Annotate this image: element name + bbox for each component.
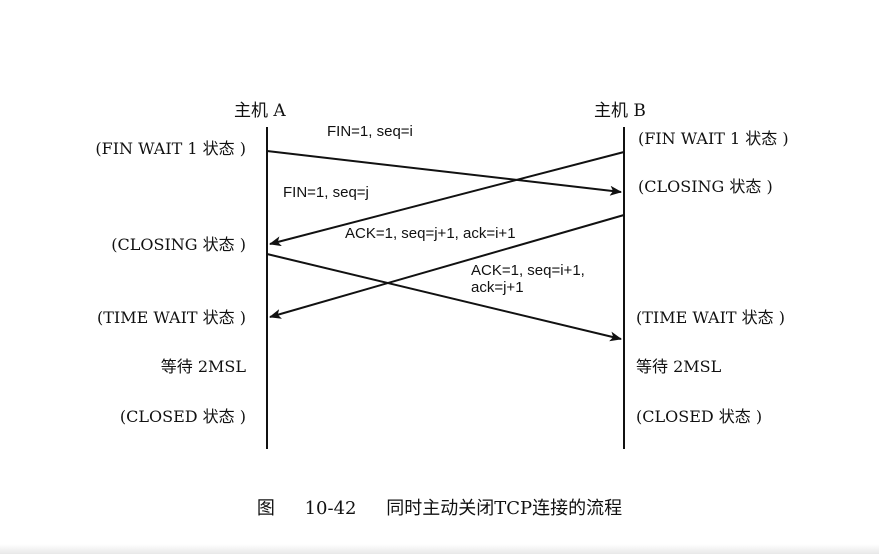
- host-b-state-fin-wait-1: (FIN WAIT 1 状态 ): [638, 129, 789, 148]
- host-a-label: 主机 A: [234, 101, 286, 121]
- message-ack-b: ACK=1, seq=j+1, ack=i+1: [345, 225, 516, 242]
- host-a-state-time-wait: (TIME WAIT 状态 ): [97, 308, 246, 327]
- host-b-label: 主机 B: [594, 101, 646, 121]
- figure-caption: 图 10-42 同时主动关闭TCP连接的流程: [0, 498, 879, 520]
- message-ack-a-line-1: ACK=1, seq=i+1,: [471, 262, 585, 279]
- host-a-state-closing: (CLOSING 状态 ): [111, 235, 246, 254]
- message-ack-a-line-2: ack=j+1: [471, 279, 524, 296]
- host-b-state-time-wait: (TIME WAIT 状态 ): [636, 308, 785, 327]
- figure-caption-number: 10-42: [304, 498, 357, 519]
- figure-caption-title: 同时主动关闭TCP连接的流程: [386, 498, 623, 519]
- host-a-wait-2msl: 等待 2MSL: [160, 357, 246, 376]
- page-bottom-edge: [0, 544, 879, 554]
- arrow-fin-a-to-b: [266, 150, 622, 196]
- host-b-wait-2msl: 等待 2MSL: [636, 357, 722, 376]
- arrow-ack-a-to-b: [266, 253, 622, 342]
- host-b-state-closed: (CLOSED 状态 ): [636, 407, 763, 426]
- message-fin-b: FIN=1, seq=j: [283, 184, 369, 201]
- host-b-state-closing: (CLOSING 状态 ): [638, 177, 773, 196]
- host-a-state-fin-wait-1: (FIN WAIT 1 状态 ): [95, 139, 246, 158]
- figure-caption-prefix: 图: [256, 498, 275, 519]
- host-a-state-closed: (CLOSED 状态 ): [119, 407, 246, 426]
- arrow-ack-b-to-a: [269, 214, 625, 319]
- message-fin-a: FIN=1, seq=i: [327, 123, 413, 140]
- arrow-fin-b-to-a: [269, 151, 625, 247]
